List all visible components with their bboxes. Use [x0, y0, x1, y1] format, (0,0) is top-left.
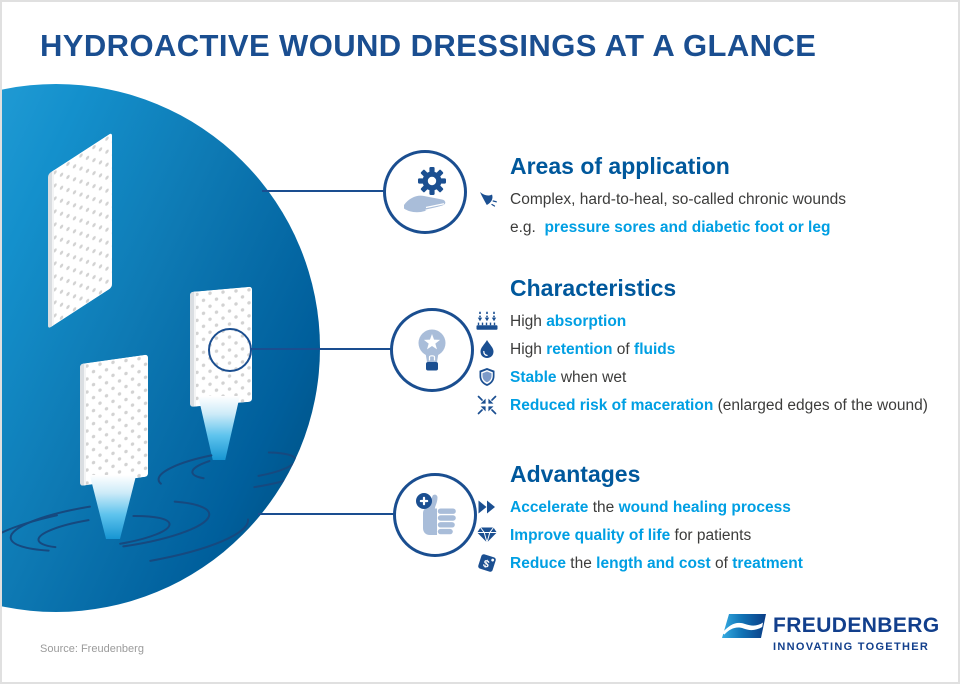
section-areas-of-application: Areas of application Complex, hard-to-he… — [472, 152, 954, 244]
bullet-row: Stable when wet — [472, 366, 954, 388]
bullet-row: Reduced risk of maceration (enlarged edg… — [472, 394, 954, 416]
section-heading: Characteristics — [510, 275, 677, 301]
price-tag-icon: $ — [472, 552, 502, 574]
absorption-icon — [472, 311, 502, 331]
connector-line — [258, 513, 396, 515]
bullet-text: Reduced risk of maceration (enlarged edg… — [510, 396, 928, 414]
bullet-text: e.g. pressure sores and diabetic foot or… — [510, 218, 831, 236]
freudenberg-logo: FREUDENBERG INNOVATING TOGETHER — [721, 613, 940, 653]
section-heading: Advantages — [510, 461, 641, 487]
bullet-row: e.g. pressure sores and diabetic foot or… — [472, 216, 954, 238]
bullet-text: High retention of fluids — [510, 340, 676, 358]
bullet-row: Accelerate the wound healing process — [472, 496, 954, 518]
bullet-row: Complex, hard-to-heal, so-called chronic… — [472, 188, 954, 210]
icon-circle-advantages — [393, 473, 477, 557]
lightbulb-icon — [418, 329, 446, 371]
logo-tagline: INNOVATING TOGETHER — [773, 641, 930, 653]
water-ripples — [2, 447, 320, 572]
section-heading: Areas of application — [510, 153, 730, 179]
bullet-text: Reduce the length and cost of treatment — [510, 554, 803, 572]
connector-line — [250, 348, 392, 350]
hand-gear-icon — [404, 167, 446, 213]
bullet-text: Accelerate the wound healing process — [510, 498, 791, 516]
icon-circle-characteristics — [390, 308, 474, 392]
page-title: HYDROACTIVE WOUND DRESSINGS AT A GLANCE — [40, 28, 817, 63]
connector-line — [262, 190, 386, 192]
bullet-row: Improve quality of life for patients — [472, 524, 954, 546]
logo-name: FREUDENBERG — [773, 614, 940, 637]
fast-forward-icon — [472, 498, 502, 516]
magnifier-circle — [208, 328, 252, 372]
droplet-icon — [472, 339, 502, 359]
bullet-text: Improve quality of life for patients — [510, 526, 752, 544]
bullet-row: High absorption — [472, 310, 954, 332]
bullet-text: Stable when wet — [510, 368, 627, 386]
thumbs-up-icon — [416, 493, 456, 535]
bullet-row: $ Reduce the length and cost of treatment — [472, 552, 954, 574]
section-advantages: Advantages Accelerate the wound healing … — [472, 460, 954, 580]
freudenberg-wave-icon — [722, 614, 766, 638]
bullet-row: High retention of fluids — [472, 338, 954, 360]
foot-icon — [472, 189, 502, 209]
svg-text:$: $ — [481, 558, 490, 571]
diamond-icon — [472, 525, 502, 545]
source-text: Source: Freudenberg — [40, 643, 144, 655]
maceration-icon — [472, 395, 502, 415]
shield-icon — [472, 367, 502, 387]
bullet-text: High absorption — [510, 312, 627, 330]
bullet-text: Complex, hard-to-heal, so-called chronic… — [510, 190, 846, 208]
icon-circle-areas — [383, 150, 467, 234]
